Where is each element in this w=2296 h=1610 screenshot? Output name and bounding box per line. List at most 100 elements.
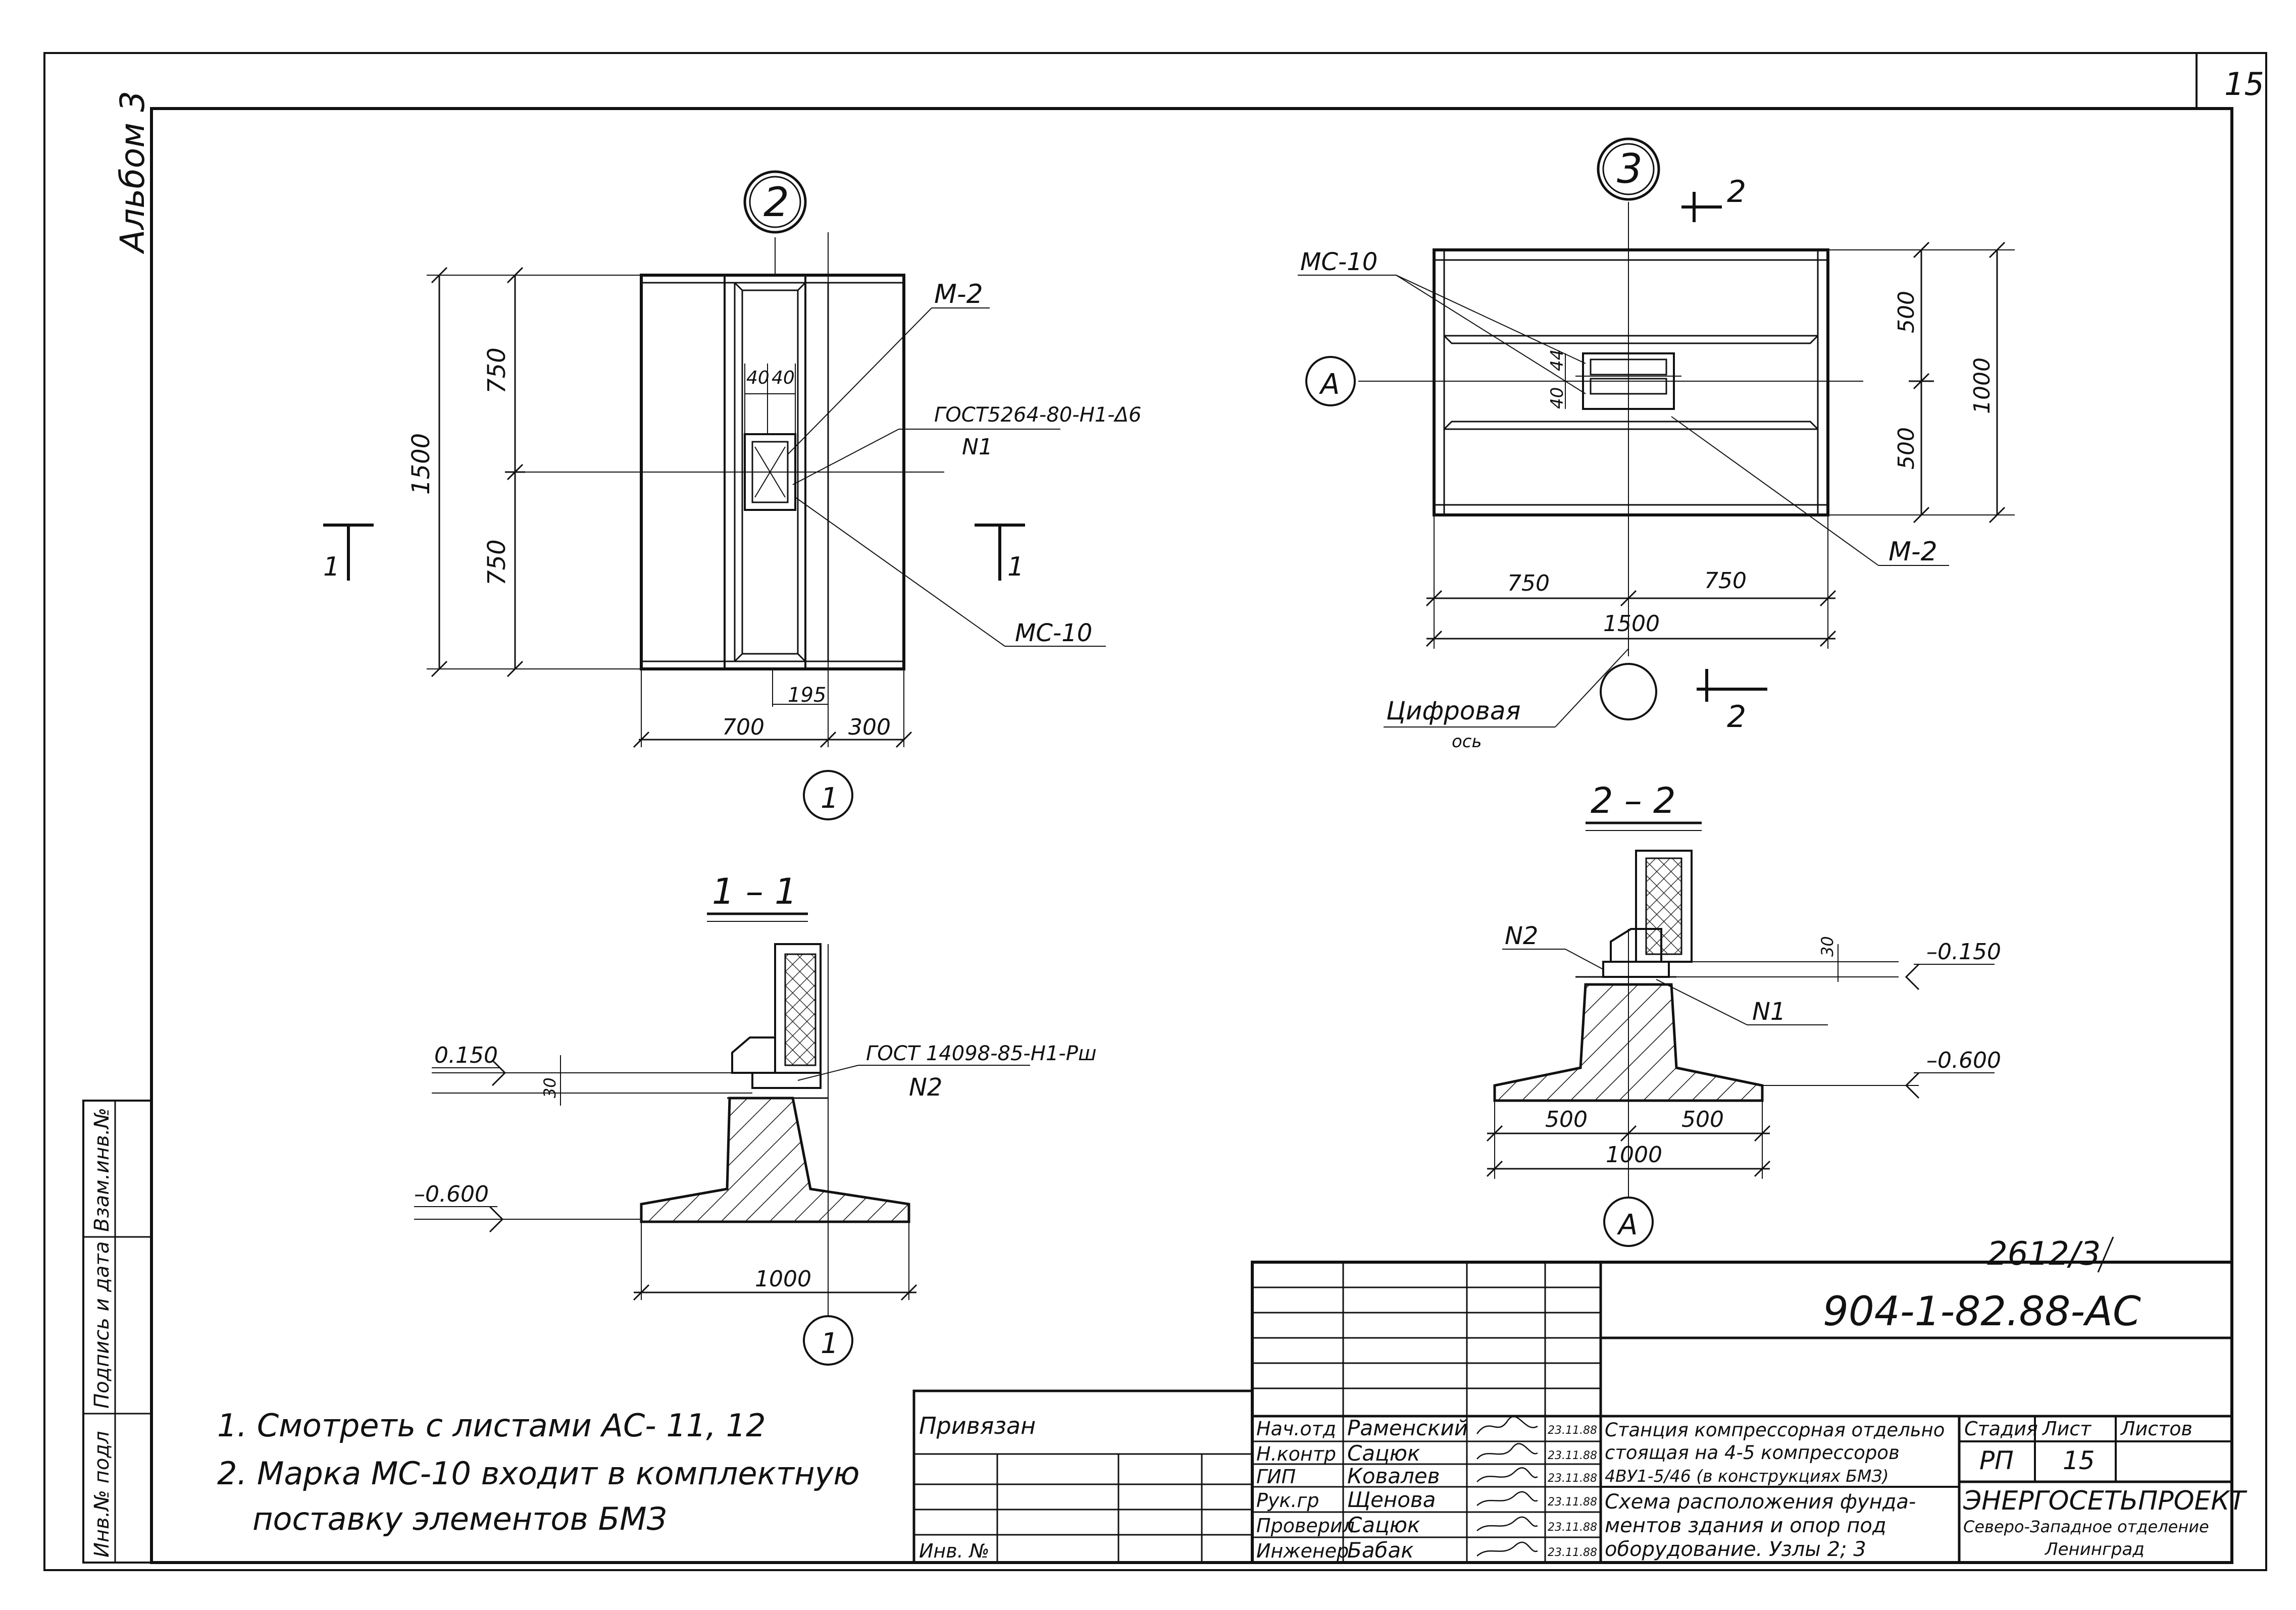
sheet-header: Лист bbox=[2042, 1418, 2092, 1440]
stamp-inv-no: Инв.№ подл bbox=[90, 1431, 114, 1557]
date-2: 23.11.88 bbox=[1548, 1472, 1597, 1485]
n3-dim-500-bottom: 500 bbox=[1894, 427, 1919, 470]
sheets-header: Листов bbox=[2120, 1418, 2192, 1440]
note-2: 2. Марка МС-10 входит в комплектную bbox=[217, 1455, 859, 1492]
stage-value: РП bbox=[1979, 1446, 2014, 1475]
n3-axis-a: А bbox=[1319, 368, 1340, 401]
n2-callout-gost: ГОСТ5264-80-Н1-Δ6 bbox=[934, 403, 1141, 427]
section-1-1: 1 – 1 1 30 0.150 –0.600 ГОСТ 14098-85-Н1… bbox=[414, 871, 1097, 1366]
n3-dim-500-top: 500 bbox=[1894, 291, 1919, 333]
role-1: Н.контр bbox=[1256, 1443, 1336, 1465]
name-4: Сацюк bbox=[1347, 1513, 1420, 1537]
s22-level-top: –0.150 bbox=[1926, 939, 2001, 965]
n2-dim-750-bottom: 750 bbox=[483, 539, 511, 586]
n3-callout-m2: М-2 bbox=[1889, 537, 1937, 567]
s22-axis-label: А bbox=[1617, 1209, 1638, 1241]
n3-dim-750: 750 bbox=[1507, 570, 1550, 596]
sheet-value: 15 bbox=[2063, 1446, 2095, 1475]
n3-dim-1500: 1500 bbox=[1603, 611, 1660, 637]
note-1: 1. Смотреть с листами АС- 11, 12 bbox=[217, 1407, 766, 1444]
node-2-marker bbox=[743, 170, 807, 234]
n3-section-mark-bottom: 2 bbox=[1727, 699, 1746, 735]
n3-section-mark-top: 2 bbox=[1727, 174, 1746, 210]
n2-dim-40b: 40 bbox=[772, 368, 795, 388]
n3-dim-40: 40 bbox=[1547, 387, 1567, 409]
n3-axis-word: ось bbox=[1452, 732, 1482, 752]
sheet-number: 15 bbox=[2224, 66, 2264, 102]
note-3: поставку элементов БМЗ bbox=[252, 1500, 667, 1537]
node-3-plan: 3 2 А МС-10 40 44 bbox=[1298, 137, 2015, 752]
n2-dim-40a: 40 bbox=[746, 368, 770, 388]
org-city: Ленинград bbox=[2044, 1539, 2145, 1560]
section-1-1-title: 1 – 1 bbox=[712, 871, 797, 912]
role-0: Нач.отд bbox=[1256, 1418, 1336, 1440]
node-3-outline bbox=[1433, 248, 1829, 516]
n2-dim-300: 300 bbox=[848, 714, 891, 740]
node-2-label: 2 bbox=[763, 179, 789, 226]
stamp-sign-date: Подпись и дата bbox=[90, 1241, 114, 1409]
date-3: 23.11.88 bbox=[1548, 1496, 1597, 1509]
s11-axis-bubble bbox=[803, 1315, 853, 1366]
n2-dim-750-top: 750 bbox=[483, 347, 511, 394]
n3-callout-mc10: МС-10 bbox=[1300, 248, 1377, 276]
s11-dim-1000: 1000 bbox=[755, 1266, 811, 1292]
sheet-frame: 15 Альбом 3 bbox=[43, 52, 2267, 1571]
n3-digital-axis: Цифровая bbox=[1386, 696, 1521, 725]
n3-dim-1000: 1000 bbox=[1969, 357, 1995, 414]
n2-section-mark-left: 1 bbox=[323, 552, 340, 582]
n2-section-mark-right: 1 bbox=[1007, 552, 1024, 582]
attached-label: Привязан bbox=[919, 1412, 1036, 1439]
role-5: Инженер bbox=[1256, 1540, 1349, 1562]
project-title-1: Станция компрессорная отдельно bbox=[1605, 1419, 1945, 1441]
s11-dim-30: 30 bbox=[540, 1077, 559, 1098]
date-0: 23.11.88 bbox=[1548, 1424, 1597, 1437]
org-branch: Северо-Западное отделение bbox=[1963, 1517, 2209, 1536]
section-2-2-title: 2 – 2 bbox=[1591, 780, 1676, 821]
project-title-3: 4ВУ1-5/46 (в конструкциях БМЗ) bbox=[1605, 1466, 1889, 1486]
s11-level-bottom: –0.600 bbox=[414, 1181, 489, 1207]
section-2-2: 2 – 2 А 30 –0.150 –0.600 N2 N1 bbox=[1486, 780, 2001, 1247]
name-3: Щенова bbox=[1347, 1487, 1436, 1512]
s22-callout-n2: N2 bbox=[1505, 922, 1538, 950]
signatures bbox=[1476, 1416, 1538, 1556]
n3-digital-axis-bubble bbox=[1600, 663, 1657, 720]
s11-level-top: 0.150 bbox=[434, 1043, 498, 1068]
n3-axis-a-bubble bbox=[1305, 356, 1356, 406]
title-block: 2612/3 904-1-82.88-АС Привязан Инв. № Н bbox=[912, 1235, 2248, 1564]
role-2: ГИП bbox=[1256, 1466, 1296, 1488]
stage-header: Стадия bbox=[1964, 1418, 2038, 1440]
date-4: 23.11.88 bbox=[1548, 1521, 1597, 1534]
role-3: Рук.гр bbox=[1256, 1489, 1319, 1512]
name-2: Ковалев bbox=[1347, 1464, 1440, 1488]
section-1-1-footing bbox=[640, 1097, 910, 1223]
sheet-title-3: оборудование. Узлы 2; 3 bbox=[1605, 1538, 1866, 1561]
project-title-2: стоящая на 4-5 компрессоров bbox=[1605, 1442, 1900, 1464]
n2-axis-bubble bbox=[803, 770, 853, 820]
n2-callout-n1: N1 bbox=[962, 434, 993, 460]
s22-axis-bubble bbox=[1603, 1197, 1654, 1247]
n3-dim-44: 44 bbox=[1547, 349, 1567, 371]
doc-code: 904-1-82.88-АС bbox=[1823, 1288, 2141, 1335]
n2-axis-label: 1 bbox=[821, 782, 839, 815]
s22-dim-1000: 1000 bbox=[1606, 1142, 1662, 1168]
s22-level-bottom: –0.600 bbox=[1926, 1048, 2001, 1073]
n2-callout-mc10: МС-10 bbox=[1015, 619, 1092, 647]
date-1: 23.11.88 bbox=[1548, 1449, 1597, 1462]
sheet-title-1: Схема расположения фунда- bbox=[1605, 1490, 1916, 1514]
s22-dim-30: 30 bbox=[1818, 936, 1837, 957]
org-name: ЭНЕРГОСЕТЬПРОЕКТ bbox=[1963, 1486, 2248, 1516]
name-0: Раменский bbox=[1347, 1416, 1468, 1440]
date-5: 23.11.88 bbox=[1548, 1546, 1597, 1559]
n3-dim-750b: 750 bbox=[1704, 568, 1747, 594]
role-4: Проверил bbox=[1256, 1515, 1355, 1537]
stamp-replace-inv: Взам.инв.№ bbox=[90, 1108, 114, 1232]
s22-callout-n1: N1 bbox=[1752, 998, 1785, 1026]
n2-dim-195: 195 bbox=[788, 684, 826, 707]
side-stamp: Инв.№ подл Подпись и дата Взам.инв.№ bbox=[82, 1100, 152, 1564]
order-no: 2612/3 bbox=[1987, 1235, 2101, 1273]
s22-dim-500b: 500 bbox=[1681, 1107, 1724, 1132]
name-1: Сацюк bbox=[1347, 1441, 1420, 1466]
notes: 1. Смотреть с листами АС- 11, 12 2. Марк… bbox=[217, 1407, 859, 1537]
s22-dim-500a: 500 bbox=[1545, 1107, 1588, 1132]
